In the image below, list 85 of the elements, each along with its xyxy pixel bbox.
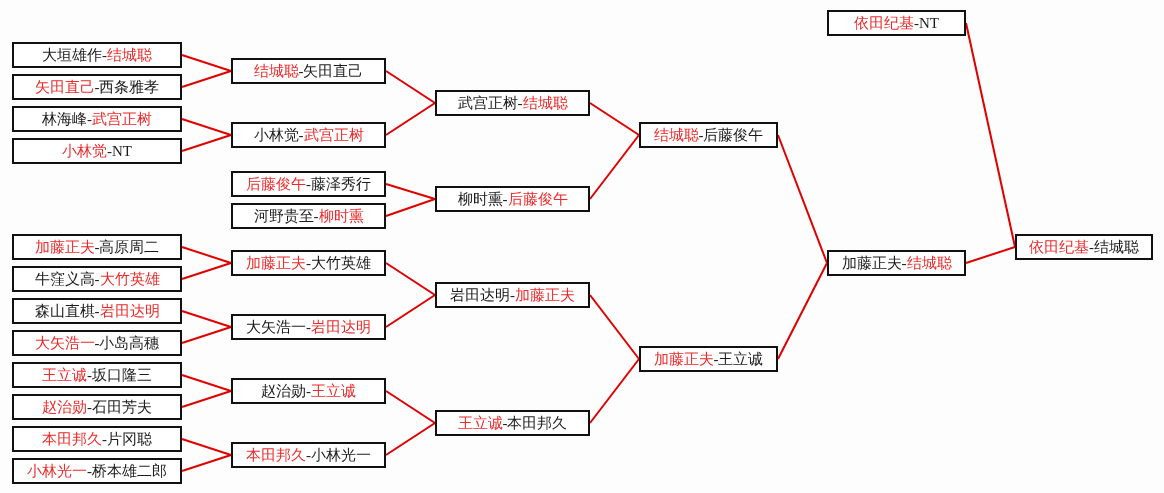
match-box bbox=[12, 426, 182, 452]
match-box bbox=[231, 203, 386, 229]
bracket-line bbox=[777, 134, 828, 264]
match-result-text: 大垣雄作-结城聪 bbox=[42, 46, 152, 64]
bracket-line bbox=[385, 390, 436, 424]
match-box bbox=[435, 90, 590, 116]
match-box bbox=[12, 106, 182, 132]
match-result-text: 小林觉-NT bbox=[62, 142, 132, 160]
match-box bbox=[231, 378, 386, 404]
match-result-text: 赵治勋-石田芳夫 bbox=[42, 398, 152, 416]
match-result-text: 河野贵至-柳时熏 bbox=[253, 207, 364, 225]
match-box bbox=[231, 442, 386, 468]
match-box bbox=[12, 74, 182, 100]
match-box bbox=[827, 10, 966, 36]
match-result-text: 加藤正夫-王立诚 bbox=[653, 350, 764, 368]
bracket-line bbox=[589, 102, 640, 136]
match-result-text: 大矢浩一-小岛高穗 bbox=[34, 334, 160, 352]
match-result-text: 矢田直己-西条雅孝 bbox=[34, 78, 160, 96]
bracket-line bbox=[385, 262, 436, 296]
match-result-text: 赵治勋-王立诚 bbox=[261, 382, 356, 400]
match-result-text: 武宫正树-结城聪 bbox=[457, 94, 568, 112]
match-result-text: 柳时熏-后藤俊午 bbox=[457, 190, 568, 208]
bracket-line bbox=[181, 390, 232, 408]
bracket-line bbox=[181, 262, 232, 280]
bracket-line bbox=[181, 70, 232, 88]
bracket-line bbox=[385, 294, 436, 328]
bracket-line bbox=[965, 246, 1016, 264]
match-box bbox=[231, 314, 386, 340]
match-result-text: 小林觉-武宫正树 bbox=[253, 126, 364, 144]
bracket-line bbox=[385, 198, 436, 217]
match-box bbox=[231, 250, 386, 276]
match-box bbox=[12, 298, 182, 324]
match-result-text: 依田纪基-NT bbox=[854, 14, 939, 32]
match-box bbox=[12, 362, 182, 388]
bracket-line bbox=[181, 246, 232, 264]
bracket-line bbox=[385, 70, 436, 104]
match-box bbox=[12, 266, 182, 292]
match-box bbox=[231, 122, 386, 148]
match-result-text: 结城聪-后藤俊午 bbox=[653, 126, 764, 144]
match-result-text: 王立诚-坂口隆三 bbox=[42, 366, 152, 384]
bracket-line bbox=[589, 294, 640, 360]
match-box bbox=[435, 410, 590, 436]
match-box bbox=[12, 330, 182, 356]
bracket-line bbox=[385, 183, 436, 200]
match-result-text: 结城聪-矢田直己 bbox=[253, 62, 364, 80]
match-box bbox=[231, 171, 386, 197]
match-result-text: 王立诚-本田邦久 bbox=[457, 414, 568, 432]
match-box bbox=[12, 394, 182, 420]
bracket-line bbox=[385, 102, 436, 136]
bracket-line bbox=[181, 310, 232, 328]
match-box bbox=[12, 234, 182, 260]
match-box bbox=[12, 42, 182, 68]
match-result-text: 大矢浩一-岩田达明 bbox=[246, 318, 371, 336]
match-result-text: 加藤正夫-大竹英雄 bbox=[246, 254, 371, 272]
match-result-text: 后藤俊午-藤泽秀行 bbox=[246, 175, 371, 193]
match-result-text: 依田纪基-结城聪 bbox=[1029, 238, 1139, 256]
match-result-text: 本田邦久-小林光一 bbox=[246, 446, 371, 464]
match-box bbox=[639, 346, 778, 372]
match-box bbox=[12, 458, 182, 484]
bracket-line bbox=[385, 422, 436, 456]
match-box bbox=[435, 186, 590, 212]
match-box bbox=[435, 282, 590, 308]
bracket-line bbox=[181, 118, 232, 136]
bracket-line bbox=[589, 134, 640, 200]
match-box bbox=[1015, 234, 1153, 260]
match-result-text: 牛窪义高-大竹英雄 bbox=[34, 270, 160, 288]
match-box bbox=[827, 250, 966, 276]
match-result-text: 林海峰-武宫正树 bbox=[42, 110, 152, 128]
bracket-line bbox=[181, 54, 232, 72]
match-box bbox=[12, 138, 182, 164]
match-result-text: 加藤正夫-高原周二 bbox=[34, 238, 160, 256]
bracket-line bbox=[181, 374, 232, 392]
match-result-text: 小林光一-桥本雄二郎 bbox=[27, 462, 167, 480]
match-result-text: 森山直棋-岩田达明 bbox=[34, 302, 160, 320]
bracket-line bbox=[181, 134, 232, 152]
bracket-line bbox=[589, 358, 640, 424]
bracket-line bbox=[181, 326, 232, 344]
match-box bbox=[231, 58, 386, 84]
match-result-text: 加藤正夫-结城聪 bbox=[841, 254, 952, 272]
bracket-line bbox=[181, 438, 232, 456]
match-result-text: 本田邦久-片冈聪 bbox=[42, 430, 152, 448]
match-result-text: 岩田达明-加藤正夫 bbox=[450, 286, 575, 304]
bracket-line bbox=[181, 454, 232, 472]
bracket-line bbox=[777, 262, 828, 360]
match-box bbox=[639, 122, 778, 148]
